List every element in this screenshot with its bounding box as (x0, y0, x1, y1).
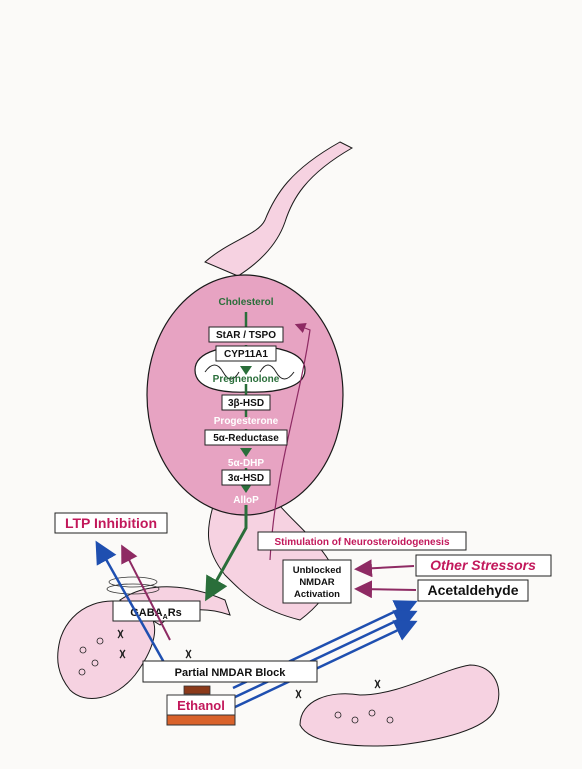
label-allop: AlloP (233, 495, 259, 506)
arrow-acetaldehyde-to-unblocked (358, 589, 416, 590)
label-ltp-inhibition: LTP Inhibition (65, 515, 157, 531)
label-pregnenolone: Pregnenolone (213, 374, 280, 385)
enzyme-5a-reductase: 5α-Reductase (213, 433, 279, 444)
enzyme-cyp11a1: CYP11A1 (224, 349, 268, 360)
label-unblocked: Unblocked (293, 565, 342, 576)
axon (205, 142, 352, 276)
enzyme-3b-hsd: 3β-HSD (228, 398, 264, 409)
label-other-stressors: Other Stressors (430, 557, 536, 573)
label-ethanol: Ethanol (177, 698, 225, 713)
label-stimulation: Stimulation of Neurosteroidogenesis (274, 537, 449, 548)
label-nmdar: NMDAR (299, 577, 334, 588)
enzyme-star-tspo: StAR / TSPO (216, 330, 276, 341)
label-acetaldehyde: Acetaldehyde (427, 582, 518, 598)
label-partial-nmdar-block: Partial NMDAR Block (175, 667, 287, 679)
arrow-stressors-to-unblocked (358, 566, 414, 569)
label-progesterone: Progesterone (214, 416, 279, 427)
label-5a-dhp: 5α-DHP (228, 458, 264, 469)
label-activation: Activation (294, 589, 340, 600)
enzyme-3a-hsd: 3α-HSD (228, 473, 264, 484)
label-cholesterol: Cholesterol (218, 297, 273, 308)
postsynaptic-terminal-right (300, 665, 499, 746)
